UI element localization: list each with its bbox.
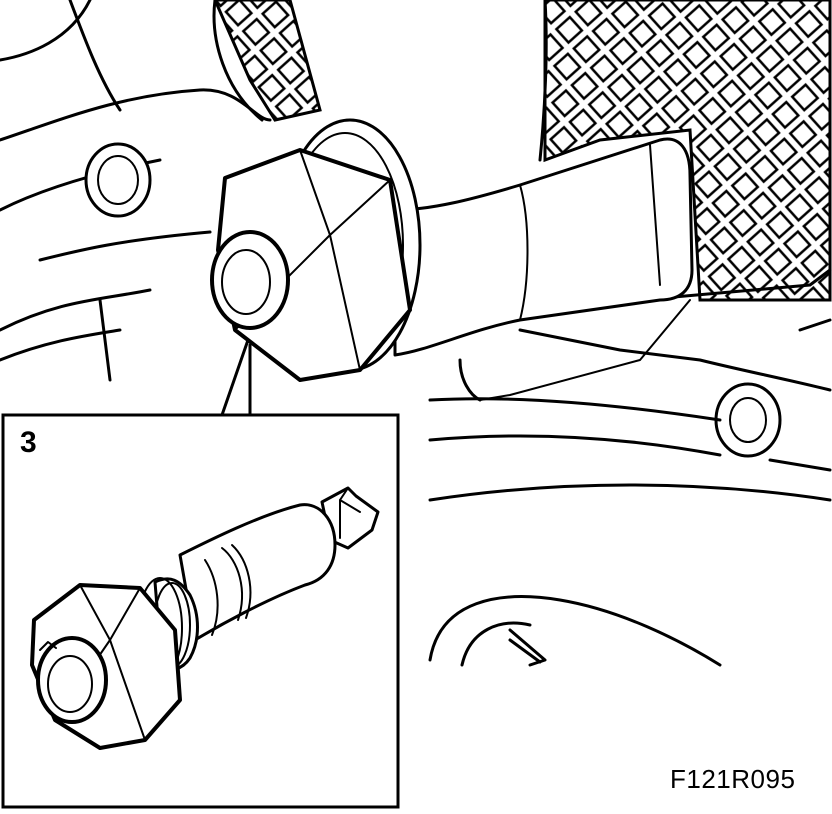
callout-leader xyxy=(220,338,252,417)
callout-number-label: 3 xyxy=(20,426,37,459)
engine-block-background xyxy=(0,0,832,667)
sensor-part-detail xyxy=(30,486,380,750)
hex-nut-installed xyxy=(210,148,412,382)
figure-code-label: F121R095 xyxy=(670,764,796,794)
